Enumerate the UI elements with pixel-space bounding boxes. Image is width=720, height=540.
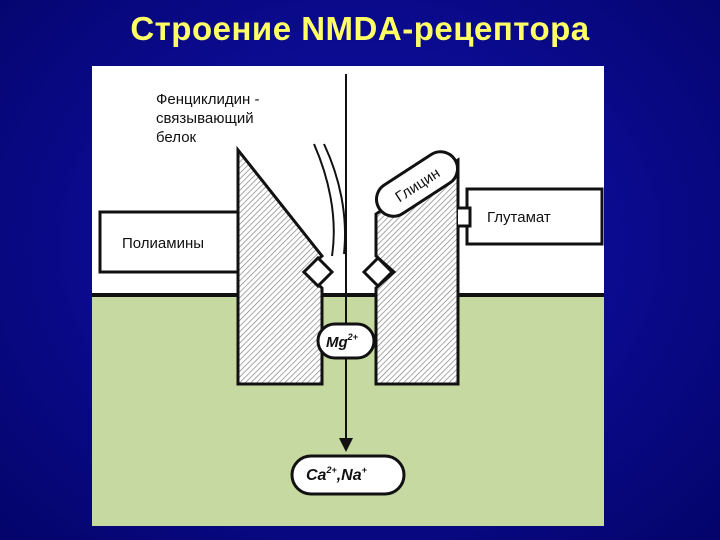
mg-symbol: Mg	[326, 334, 348, 351]
slide-title: Строение NMDA-рецептора	[130, 10, 590, 47]
svg-text:Mg2+: Mg2+	[326, 332, 359, 351]
pcp-label-line1: Фенциклидин -	[156, 91, 259, 108]
pcp-label-line3: белок	[156, 129, 197, 146]
glutamate-label: Глутамат	[487, 209, 551, 226]
ca-symbol: Ca	[306, 467, 327, 484]
ion-flow-arrowhead	[339, 438, 353, 452]
na-symbol: Na	[341, 467, 362, 484]
nmda-receptor-diagram: Полиамины Глутамат Глицин Фенциклидин - …	[92, 66, 604, 526]
pcp-label-line2: связывающий	[156, 110, 254, 127]
na-charge: +	[362, 465, 368, 475]
left-subunit	[236, 145, 325, 386]
ca-charge: 2+	[325, 465, 337, 475]
mg-block: Mg2+	[316, 322, 376, 360]
glutamate-notch	[458, 206, 472, 228]
pcp-pointer-2	[323, 143, 347, 255]
ca-na-ions: Ca2+,Na+	[290, 454, 406, 496]
mg-charge: 2+	[347, 332, 359, 342]
right-binding-diamond	[361, 255, 395, 289]
polyamines-label: Полиамины	[122, 235, 204, 252]
ion-separator: ,	[336, 467, 341, 484]
left-binding-diamond	[301, 255, 335, 289]
svg-text:Ca2+,Na+: Ca2+,Na+	[306, 465, 368, 484]
pcp-pointer-1	[313, 143, 335, 257]
